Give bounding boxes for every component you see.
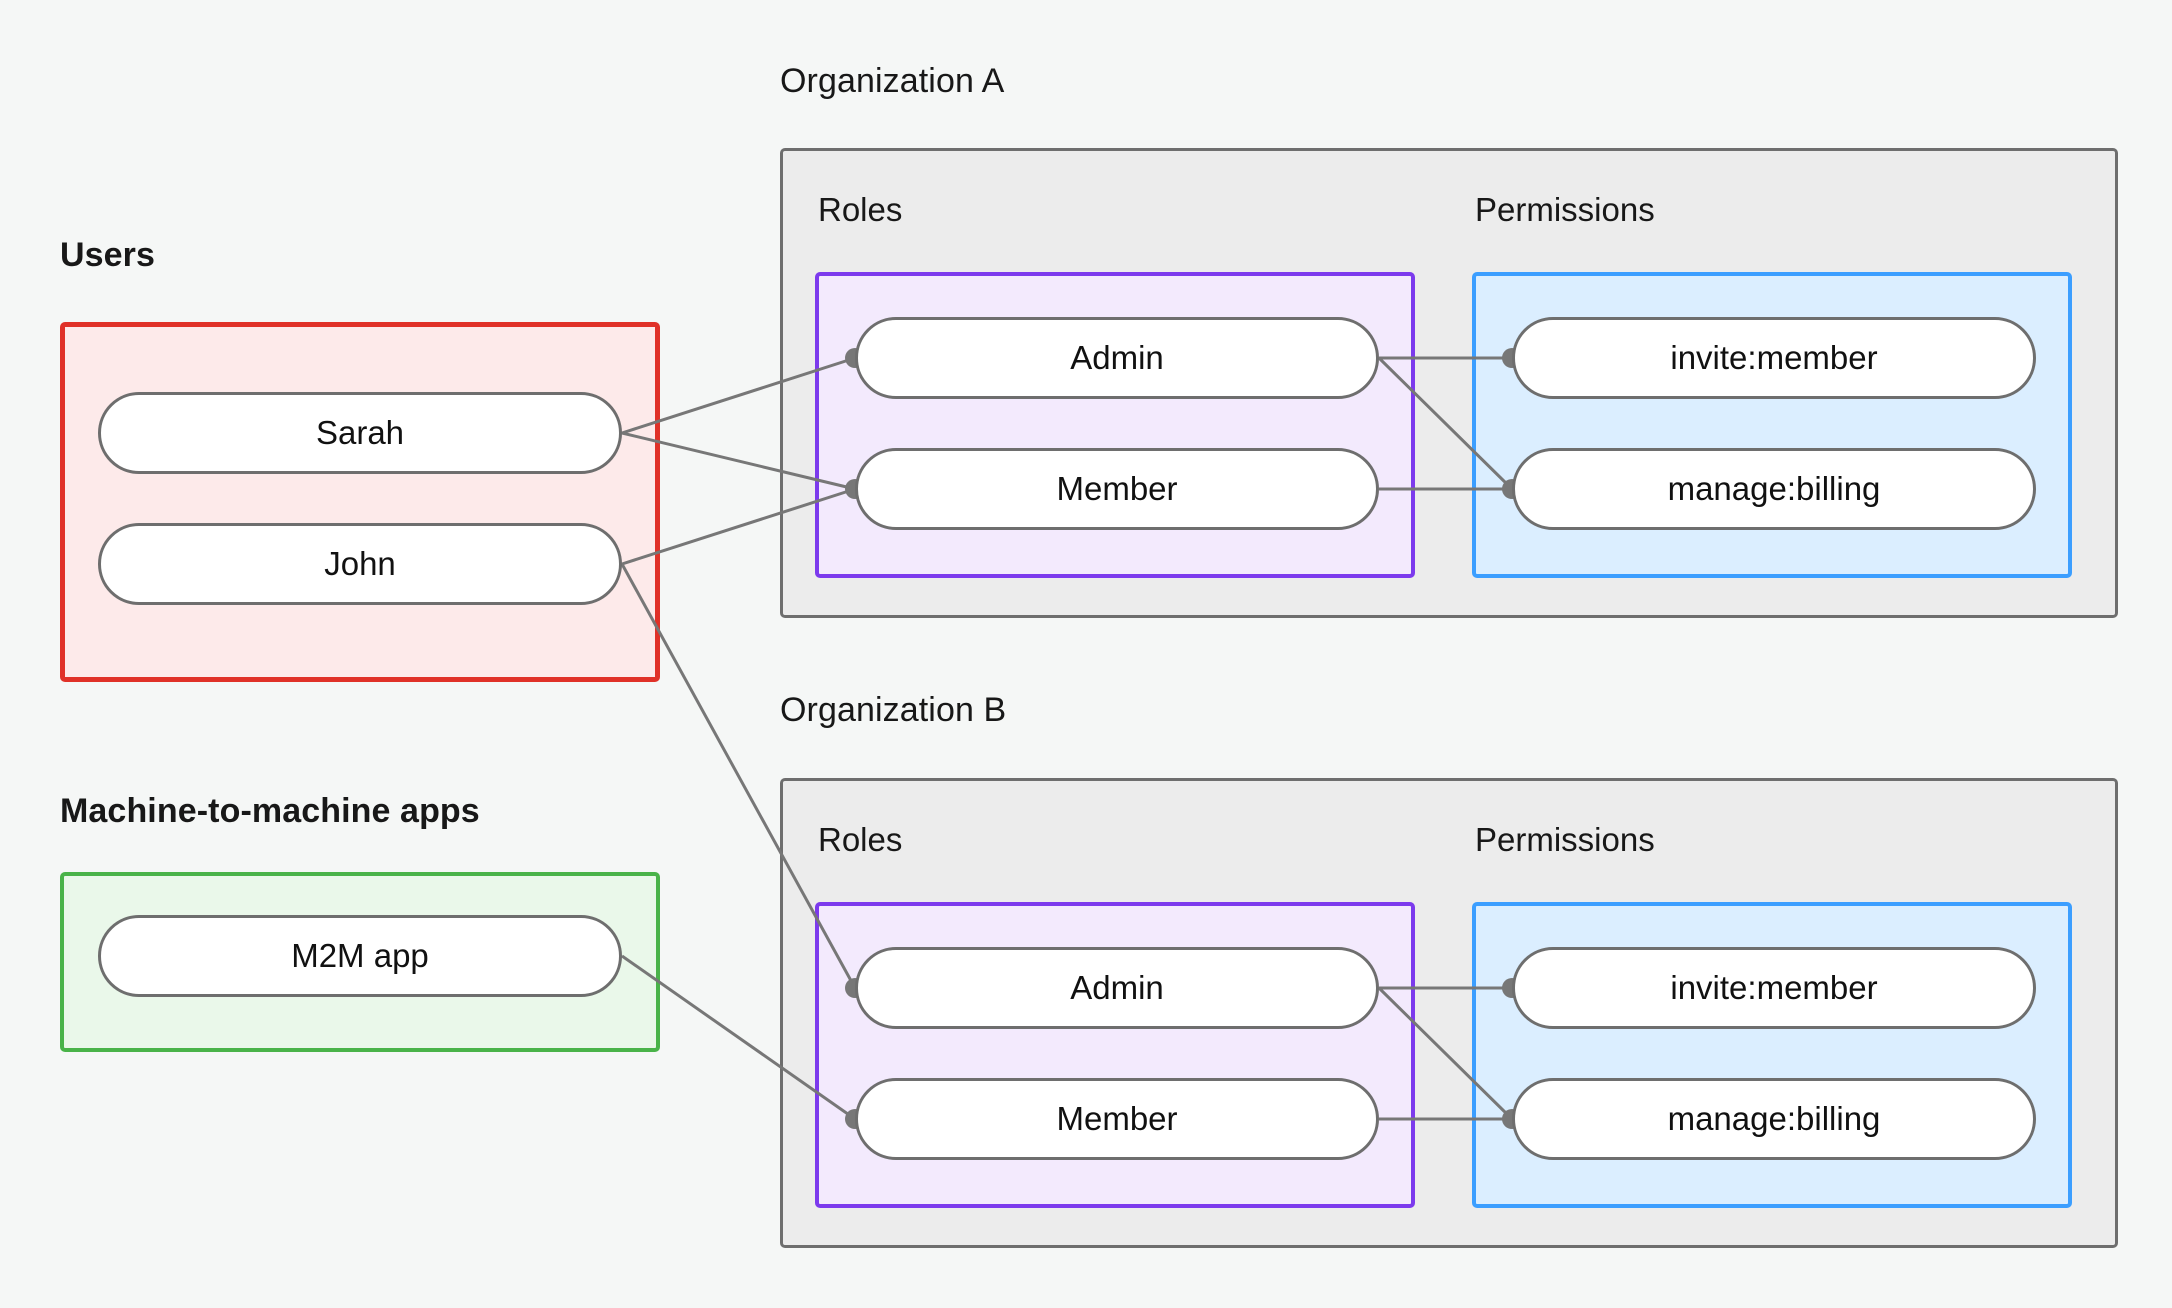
org-a-label: Organization A <box>780 62 1005 100</box>
m2m-group-label: Machine-to-machine apps <box>60 792 480 830</box>
node-org-a-role-member[interactable]: Member <box>855 448 1379 530</box>
org-a-permissions-label: Permissions <box>1475 191 1655 228</box>
node-org-a-role-admin[interactable]: Admin <box>855 317 1379 399</box>
org-b-permissions-label: Permissions <box>1475 821 1655 858</box>
users-group-label: Users <box>60 236 156 274</box>
org-b-label: Organization B <box>780 691 1007 729</box>
org-a-roles-label: Roles <box>818 191 903 228</box>
node-m2m-app[interactable]: M2M app <box>98 915 622 997</box>
node-org-a-perm-invite[interactable]: invite:member <box>1512 317 2036 399</box>
node-john[interactable]: John <box>98 523 622 605</box>
org-b-roles-label: Roles <box>818 821 903 858</box>
node-org-b-role-member[interactable]: Member <box>855 1078 1379 1160</box>
node-sarah[interactable]: Sarah <box>98 392 622 474</box>
node-org-b-role-admin[interactable]: Admin <box>855 947 1379 1029</box>
node-org-b-perm-billing[interactable]: manage:billing <box>1512 1078 2036 1160</box>
node-org-b-perm-invite[interactable]: invite:member <box>1512 947 2036 1029</box>
node-org-a-perm-billing[interactable]: manage:billing <box>1512 448 2036 530</box>
users-container <box>60 322 660 682</box>
